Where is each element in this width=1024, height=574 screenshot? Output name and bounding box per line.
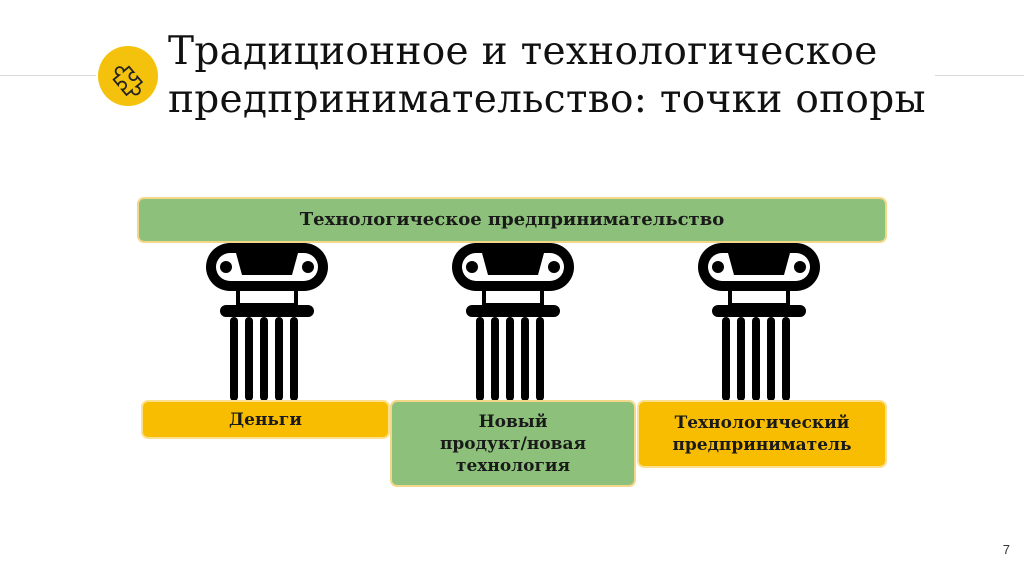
pillar-label-line: продукт/новая bbox=[439, 433, 587, 454]
column-icon bbox=[206, 243, 328, 401]
top-bar-technological-entrepreneurship: Технологическое предпринимательство bbox=[137, 197, 887, 243]
pillar-label-line: технология bbox=[455, 455, 571, 476]
column-icon bbox=[452, 243, 574, 401]
column-icon bbox=[698, 243, 820, 401]
header-line-right bbox=[935, 75, 1024, 76]
slide-title: Традиционное и технологическое предприни… bbox=[168, 28, 926, 124]
top-bar-label: Технологическое предпринимательство bbox=[299, 209, 725, 230]
page-number: 7 bbox=[1002, 542, 1010, 557]
title-line-2: предпринимательство: точки опоры bbox=[168, 77, 926, 122]
pillar-label-line: предприниматель bbox=[672, 435, 852, 455]
pillar-label-line: Новый bbox=[478, 411, 548, 432]
pillar-label-tech-entrepreneur: Технологический предприниматель bbox=[637, 400, 887, 468]
pillar-label-new-product: Новый продукт/новая технология bbox=[390, 400, 636, 487]
title-line-1: Традиционное и технологическое bbox=[168, 29, 878, 74]
header-line-left bbox=[0, 75, 96, 76]
pillar-label-money: Деньги bbox=[141, 400, 390, 439]
pillar-label-text: Деньги bbox=[229, 409, 302, 430]
pillar-label-line: Технологический bbox=[674, 413, 850, 433]
puzzle-piece-icon bbox=[112, 65, 144, 96]
title-badge bbox=[98, 46, 158, 106]
